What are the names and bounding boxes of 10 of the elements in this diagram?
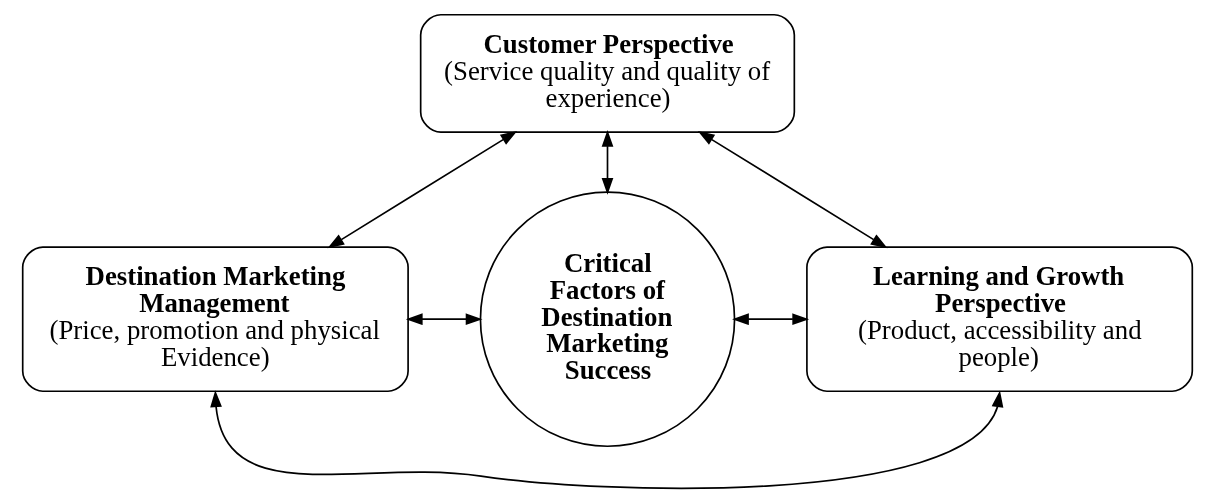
node-box: Learning and Growth Perspective (Product, accessibility and people) bbox=[806, 246, 1194, 393]
arrow bbox=[601, 130, 614, 195]
node-box: Customer Perspective (Service quality and quality of experience) bbox=[419, 13, 796, 133]
arrow bbox=[327, 130, 518, 249]
arrow bbox=[405, 313, 483, 326]
node-box: Destination Marketing Management (Price, promotion and physical Evidence) bbox=[21, 246, 409, 393]
arrow bbox=[697, 130, 888, 249]
arrow bbox=[732, 313, 810, 326]
node-circle: Critical Factors of Destination Marketing Success bbox=[479, 191, 736, 448]
arrow bbox=[210, 390, 1004, 490]
